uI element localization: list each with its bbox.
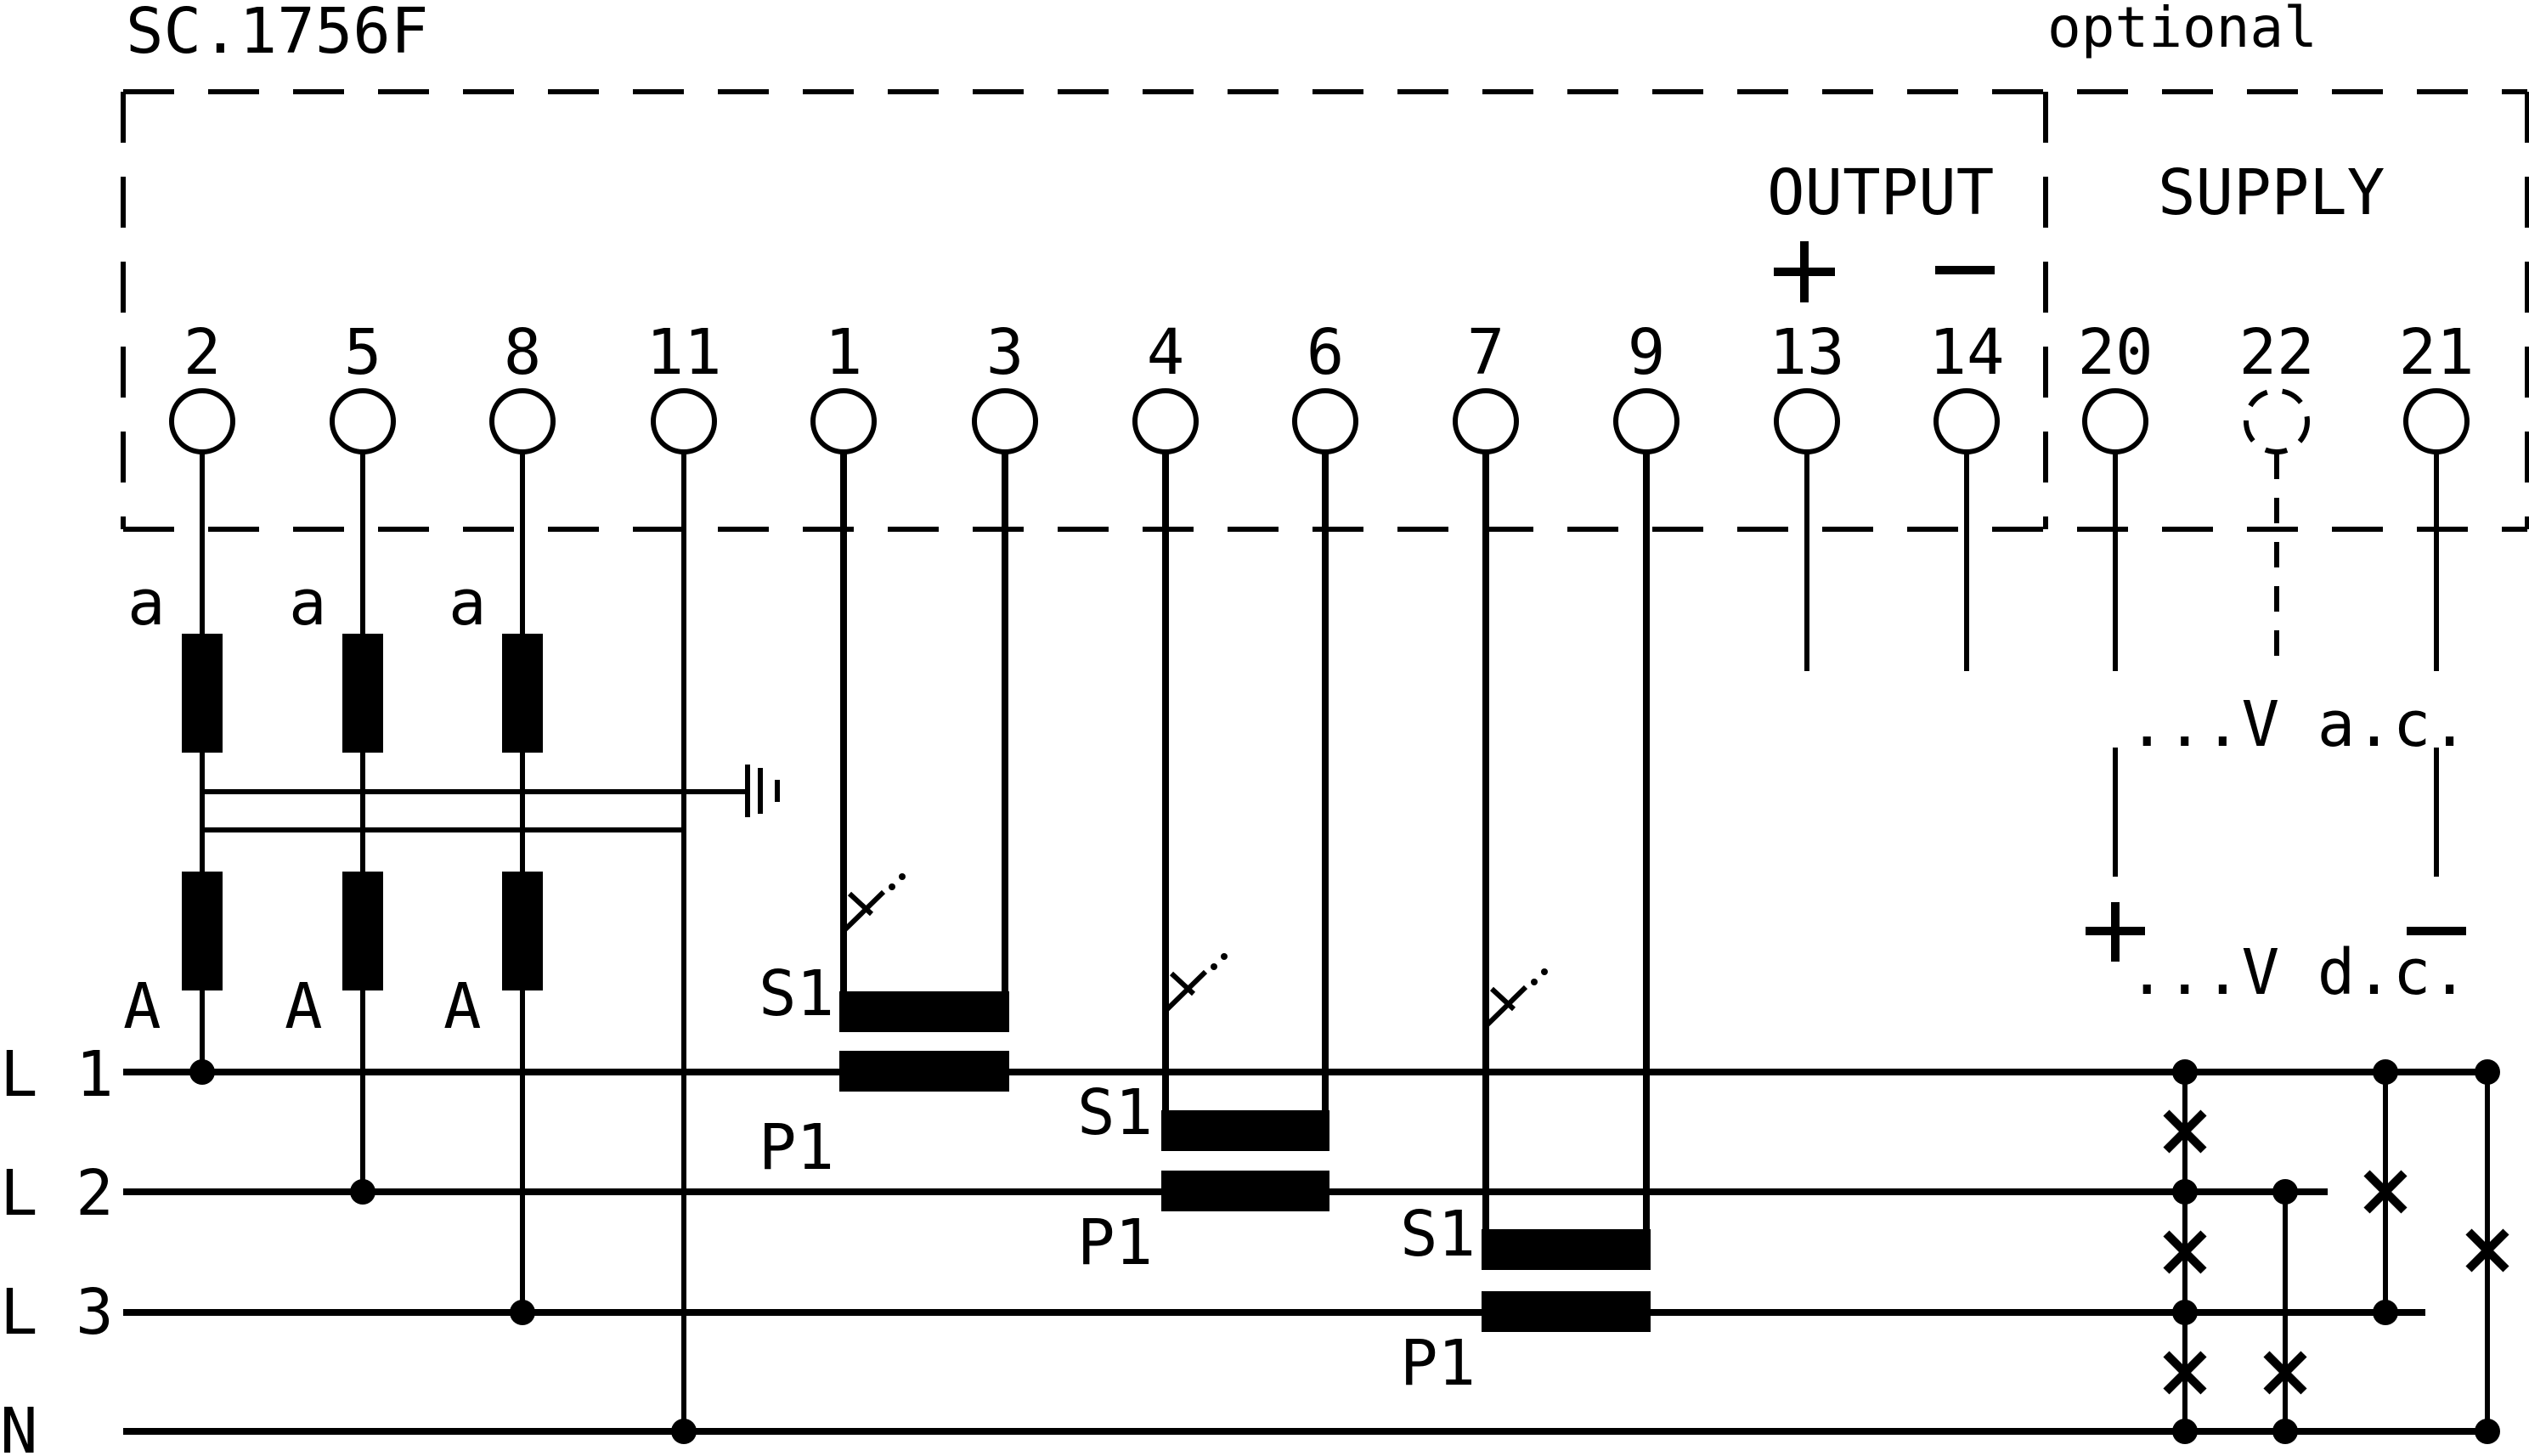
label-n: N [0,1395,38,1456]
resistor-blocks [182,634,543,990]
ct1-s1-label: S1 [759,957,834,1030]
terminal-13 [1774,388,1840,454]
label-l2: L 2 [0,1157,114,1230]
terminal-9 [1613,388,1679,454]
terminal-21 [2403,388,2470,454]
terminal-4 [1132,388,1199,454]
terminal-label-13: 13 [1769,316,1844,389]
terminal-label-20: 20 [2077,316,2153,389]
terminal-label-9: 9 [1628,316,1666,389]
device-model-title: SC.1756F [126,0,428,68]
supply-dc-label: ...V d.c. [2128,936,2469,1009]
terminal-label-5: 5 [344,316,382,389]
resistor-label-A-3: A [443,970,482,1043]
terminal-label-1: 1 [825,316,863,389]
output-plus-symbol [1774,241,1835,302]
resistor-label-a-2: a [289,567,327,640]
ct2-s1-label: S1 [1077,1076,1153,1149]
terminal-label-11: 11 [646,316,721,389]
terminal-11 [651,388,717,454]
terminal-2 [169,388,235,454]
resistor-label-a-3: a [449,567,487,640]
supply-plus-symbol [2086,902,2145,962]
terminal-label-3: 3 [986,316,1025,389]
terminal-14 [1933,388,2000,454]
earth-ground-icon [745,765,780,817]
phase-lines [123,1069,2498,1435]
link-cross-marks [2163,1109,2509,1395]
ct1-p1-label: P1 [759,1111,834,1184]
ct-earth-marks [841,873,1548,1029]
line-labels: L 1 L 2 L 3 N [0,1038,114,1456]
resistor-labels: a a a A A A [123,567,487,1043]
terminal-label-4: 4 [1147,316,1185,389]
terminal-5 [330,388,396,454]
junction-dots [189,1059,2500,1444]
label-l1: L 1 [0,1038,114,1111]
terminal-22-optional [2244,388,2310,454]
ct3-s1-label: S1 [1400,1198,1476,1271]
terminal-label-8: 8 [504,316,542,389]
ct-bars [839,991,1651,1332]
output-wiring [1804,454,1969,671]
supply-ac-label: ...V a.c. [2128,688,2469,761]
label-l3: L 3 [0,1276,114,1349]
terminal-label-22: 22 [2238,316,2314,389]
supply-selection-links [2182,1072,2490,1431]
terminal-7 [1453,388,1519,454]
supply-wiring [2113,454,2439,877]
terminal-3 [972,388,1038,454]
ct2-p1-label: P1 [1077,1206,1153,1279]
current-transformer-wiring [840,454,1650,1233]
optional-label: optional [2047,0,2317,60]
output-label: OUTPUT [1767,156,1994,229]
terminal-label-2: 2 [183,316,222,389]
terminal-label-14: 14 [1928,316,2004,389]
terminal-label-7: 7 [1467,316,1505,389]
terminal-20 [2082,388,2148,454]
terminal-1 [810,388,877,454]
terminal-circles [169,388,2470,454]
terminal-8 [489,388,556,454]
terminal-label-21: 21 [2398,316,2474,389]
resistor-label-A-2: A [285,970,323,1043]
resistor-label-a-1: a [127,567,166,640]
resistor-label-A-1: A [123,970,161,1043]
terminal-label-6: 6 [1307,316,1345,389]
terminal-6 [1292,388,1358,454]
ct-labels: S1 P1 S1 P1 S1 P1 [759,957,1476,1400]
supply-label: SUPPLY [2158,156,2385,229]
terminal-number-labels: 2 5 8 11 1 3 4 6 7 9 13 14 20 22 21 [183,316,2475,389]
ct3-p1-label: P1 [1400,1327,1476,1400]
